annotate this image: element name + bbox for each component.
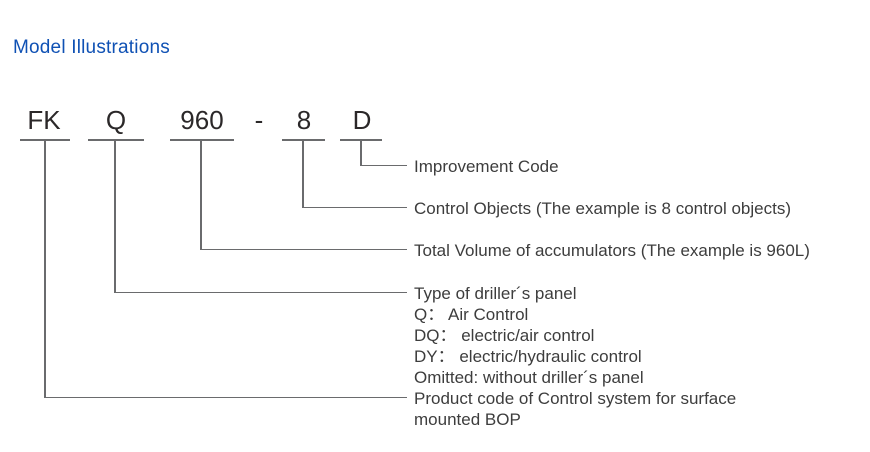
model-code-segment-8: 8 [296, 105, 312, 135]
model-code-segment-q: Q [105, 105, 127, 135]
model-code-segment-d: D [352, 105, 372, 135]
model-code-segment-hyphen: - [254, 105, 264, 135]
label-driller-panel-line-0: Type of driller´s panel [414, 284, 577, 303]
label-driller-panel-line-2: DQ： electric/air control [414, 326, 595, 345]
label-driller-panel-line-1: Q： Air Control [414, 305, 529, 324]
model-code-segment-fk: FK [27, 105, 61, 135]
960-underline [170, 139, 234, 141]
fk-connector-horizontal [44, 396, 407, 399]
label-product-code-line-1: mounted BOP [414, 410, 521, 429]
label-improvement-code: Improvement Code [414, 157, 559, 176]
label-driller-panel-line-3: DY： electric/hydraulic control [414, 347, 642, 366]
960-connector-vertical [200, 139, 202, 250]
label-driller-panel-line-4: Omitted: without driller´s panel [414, 368, 644, 387]
8-connector-horizontal [302, 206, 407, 209]
page-title: Model Illustrations [13, 37, 170, 58]
label-total-volume: Total Volume of accumulators (The exampl… [414, 241, 810, 260]
960-connector-horizontal [200, 248, 407, 251]
label-product-code-line-0: Product code of Control system for surfa… [414, 389, 737, 408]
q-underline [88, 139, 144, 141]
d-connector-horizontal [360, 164, 407, 167]
fk-connector-vertical [44, 139, 46, 398]
q-connector-vertical [114, 139, 116, 293]
label-control-objects: Control Objects (The example is 8 contro… [414, 199, 791, 218]
8-connector-vertical [302, 139, 304, 208]
q-connector-horizontal [114, 291, 407, 294]
model-code-segment-960: 960 [180, 105, 224, 135]
d-connector-vertical [360, 139, 362, 166]
8-underline [282, 139, 325, 141]
